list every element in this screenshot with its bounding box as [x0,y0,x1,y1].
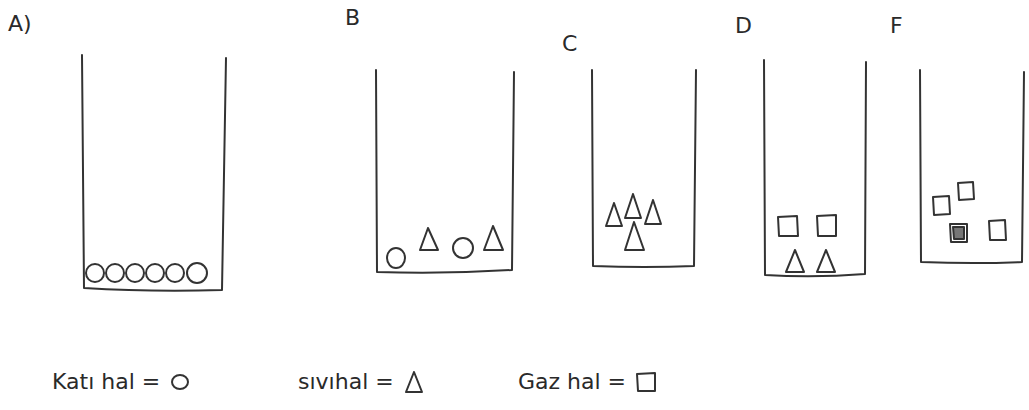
legend-text: sıvıhal = [298,370,394,394]
legend-item: Gaz hal = [518,370,658,394]
liquid-particle [625,222,644,250]
beaker [592,70,696,267]
solid-particle [126,264,144,282]
circle-sample [168,370,192,394]
container-label: C [562,32,577,56]
solid-particle [187,263,207,283]
solid-particle [86,264,104,282]
legend-text: Gaz hal = [518,370,626,394]
solid-particle [166,264,184,282]
gas-particle [989,220,1006,240]
container-label: B [345,6,360,30]
square-sample [634,370,658,394]
liquid-particle [817,250,835,272]
container-label: F [890,14,903,38]
gas-particle [953,227,964,239]
gas-particle [817,215,836,236]
liquid-particle [645,200,661,224]
legend-item: Katı hal = [52,370,192,394]
liquid-particle [625,194,641,218]
beaker [82,55,226,291]
solid-particle [387,248,405,268]
solid-particle [453,238,473,258]
gas-particle [950,224,967,242]
liquid-particle [606,203,622,226]
liquid-particle [420,228,438,250]
container-label: D [735,14,752,38]
solid-particle [106,264,124,282]
legend-text: Katı hal = [52,370,160,394]
gas-particle [778,216,798,236]
liquid-particle [786,250,804,272]
beaker [920,70,1024,263]
beaker [764,60,866,276]
legend-item: sıvıhal = [298,370,426,394]
liquid-particle [484,226,503,250]
triangle-sample [402,370,426,394]
gas-particle [933,196,950,215]
beaker [376,70,514,273]
gas-particle [958,182,974,200]
container-label: A) [8,12,32,36]
solid-particle [146,264,164,282]
